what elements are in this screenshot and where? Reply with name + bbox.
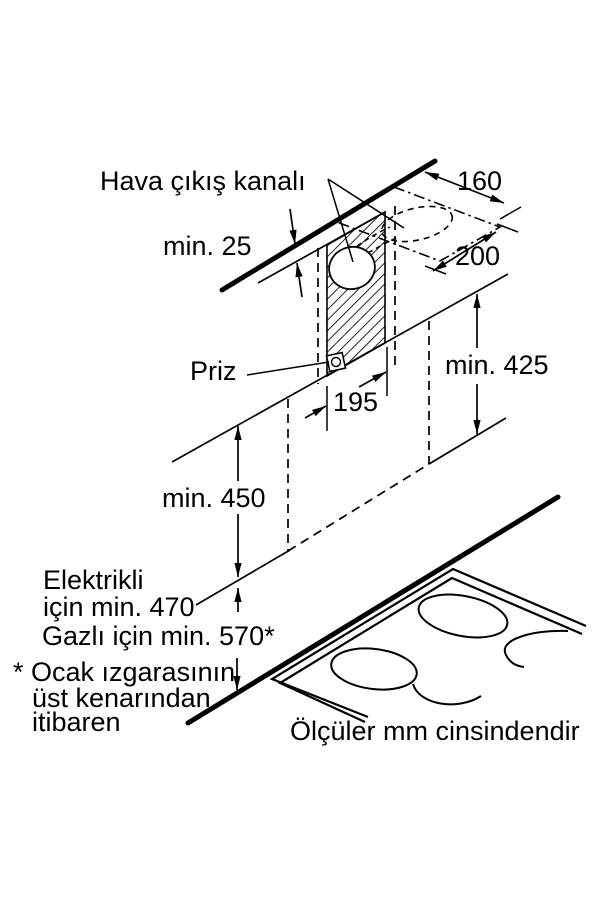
dim-450-label: min. 450 [162,483,266,513]
dim-195-arrow-left [304,405,327,419]
burner-back [417,593,509,639]
electric-clearance-label-line1: Elektrikli [43,565,144,595]
footnote-line3: itibaren [32,707,121,737]
duct-hole-projection [380,205,454,243]
electric-clearance-label-line2: için min. 470 [43,592,195,622]
burner-front-partial [412,683,482,706]
duct-connector-hidden-top [367,236,400,254]
air-duct-leader-1 [327,178,354,263]
dim-195-arrow-right [358,371,387,388]
socket-outlet [330,356,342,368]
dim-200-extension-top [496,223,519,233]
footnote-line2: üst kenarından [32,683,211,713]
duct-channel-hatch [326,210,386,378]
dim-200-extension-bottom [424,265,447,275]
footnote-line1: * Ocak ızgarasının [13,657,235,687]
hood-bottom-line-hidden [287,463,430,552]
burner-left [330,647,418,691]
duct-hole [328,245,376,291]
cooktop-inner-border [277,576,583,723]
dim-425-label: min. 425 [445,350,549,380]
burner-right-partial [503,629,569,668]
air-duct-leader-2 [327,178,405,229]
dim-195-label: 195 [333,387,378,417]
gas-clearance-label: Gazlı için min. 570* [42,621,275,651]
socket-symbol [325,351,347,373]
dim-min25-arrow-top [289,208,297,245]
socket-leader [246,361,330,376]
hood-bottom-extension-line [195,549,291,606]
socket-label: Priz [190,356,237,386]
dim-160-arrow [424,171,505,204]
dim-min25-arrow-bottom [295,262,303,298]
dim-160-label: 160 [457,166,502,196]
min-25-label: min. 25 [163,231,252,261]
units-note-label: Ölçüler mm cinsindendir [290,716,580,746]
ceiling-line [219,158,438,293]
dim-160-extension [499,206,522,220]
hob-top-line [185,494,561,726]
air-duct-label: Hava çıkış kanalı [100,166,306,196]
dim-200-arrow [432,231,497,272]
hood-bottom-line [428,417,507,465]
cooktop-outer-border [269,567,587,719]
dim-200-label: 200 [455,241,500,271]
